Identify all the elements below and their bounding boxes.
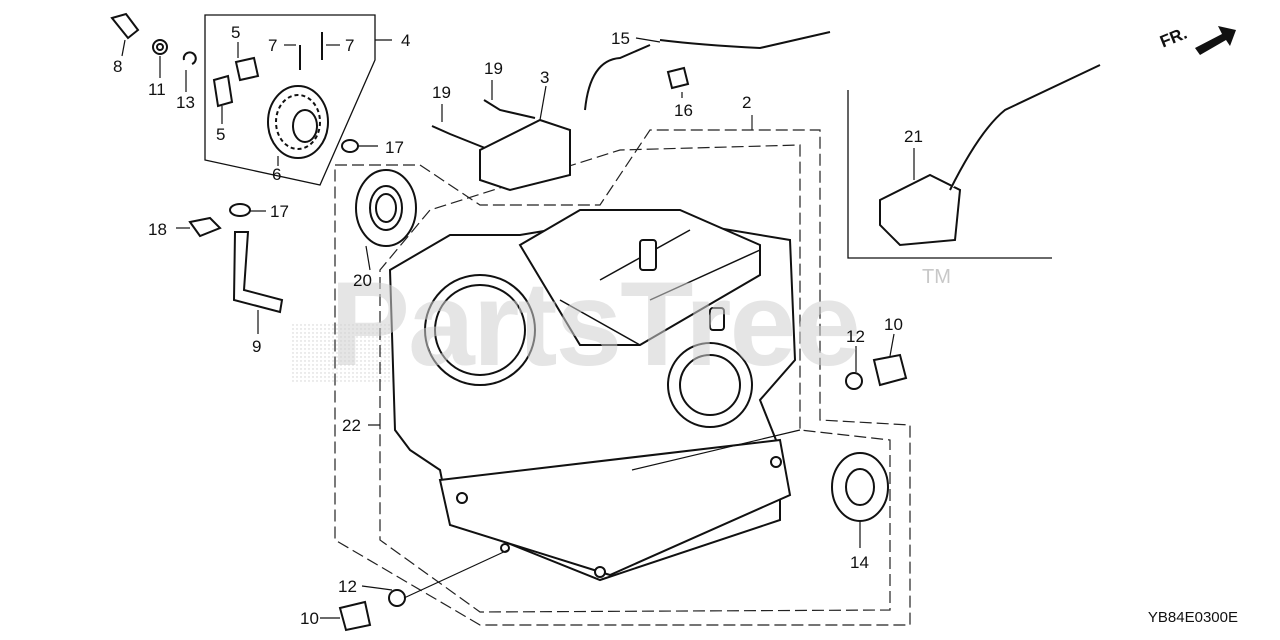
front-arrow-icon bbox=[1195, 26, 1236, 55]
inner-dash-outline bbox=[379, 144, 891, 613]
callout-15: 15 bbox=[611, 29, 630, 48]
callout-12-right: 12 bbox=[846, 327, 865, 346]
callout-16: 16 bbox=[674, 101, 693, 120]
callout-13: 13 bbox=[176, 93, 195, 112]
callout-17-bottom: 17 bbox=[270, 202, 289, 221]
oil-seal-14 bbox=[831, 452, 889, 522]
callout-10-right: 10 bbox=[884, 315, 903, 334]
callout-8: 8 bbox=[113, 57, 123, 76]
callout-19-top: 19 bbox=[484, 59, 503, 78]
callout-12-bottom: 12 bbox=[338, 577, 357, 596]
diagram-code: YB84E0300E bbox=[1147, 609, 1238, 626]
bearing-20 bbox=[355, 169, 417, 247]
callout-5-top: 5 bbox=[231, 23, 241, 42]
callout-9: 9 bbox=[252, 337, 262, 356]
callout-7-left: 7 bbox=[268, 36, 278, 55]
callout-3: 3 bbox=[540, 68, 550, 87]
callout-22: 22 bbox=[342, 416, 361, 435]
callout-18: 18 bbox=[148, 220, 167, 239]
inset-box-21 bbox=[847, 90, 1052, 259]
callout-2: 2 bbox=[742, 93, 752, 112]
crankcase-block bbox=[388, 209, 797, 582]
callout-20: 20 bbox=[353, 271, 372, 290]
callout-14: 14 bbox=[850, 553, 869, 572]
callout-6: 6 bbox=[272, 165, 282, 184]
callout-7-right: 7 bbox=[345, 36, 355, 55]
callout-11: 11 bbox=[148, 80, 166, 99]
small-parts bbox=[110, 12, 1101, 632]
trademark-text: TM bbox=[922, 266, 951, 288]
callout-4: 4 bbox=[401, 31, 411, 50]
group-box-4 bbox=[204, 14, 376, 186]
callout-17-top: 17 bbox=[385, 138, 404, 157]
callout-10-bottom: 10 bbox=[300, 609, 319, 628]
assembly-dash-outline bbox=[334, 129, 911, 626]
watermark-text: PartsTree bbox=[330, 257, 861, 391]
leader-lines bbox=[121, 37, 915, 619]
callout-21: 21 bbox=[904, 127, 923, 146]
callout-5-bottom: 5 bbox=[216, 125, 226, 144]
governor-gear-6 bbox=[267, 85, 329, 159]
callout-19-bottom: 19 bbox=[432, 83, 451, 102]
